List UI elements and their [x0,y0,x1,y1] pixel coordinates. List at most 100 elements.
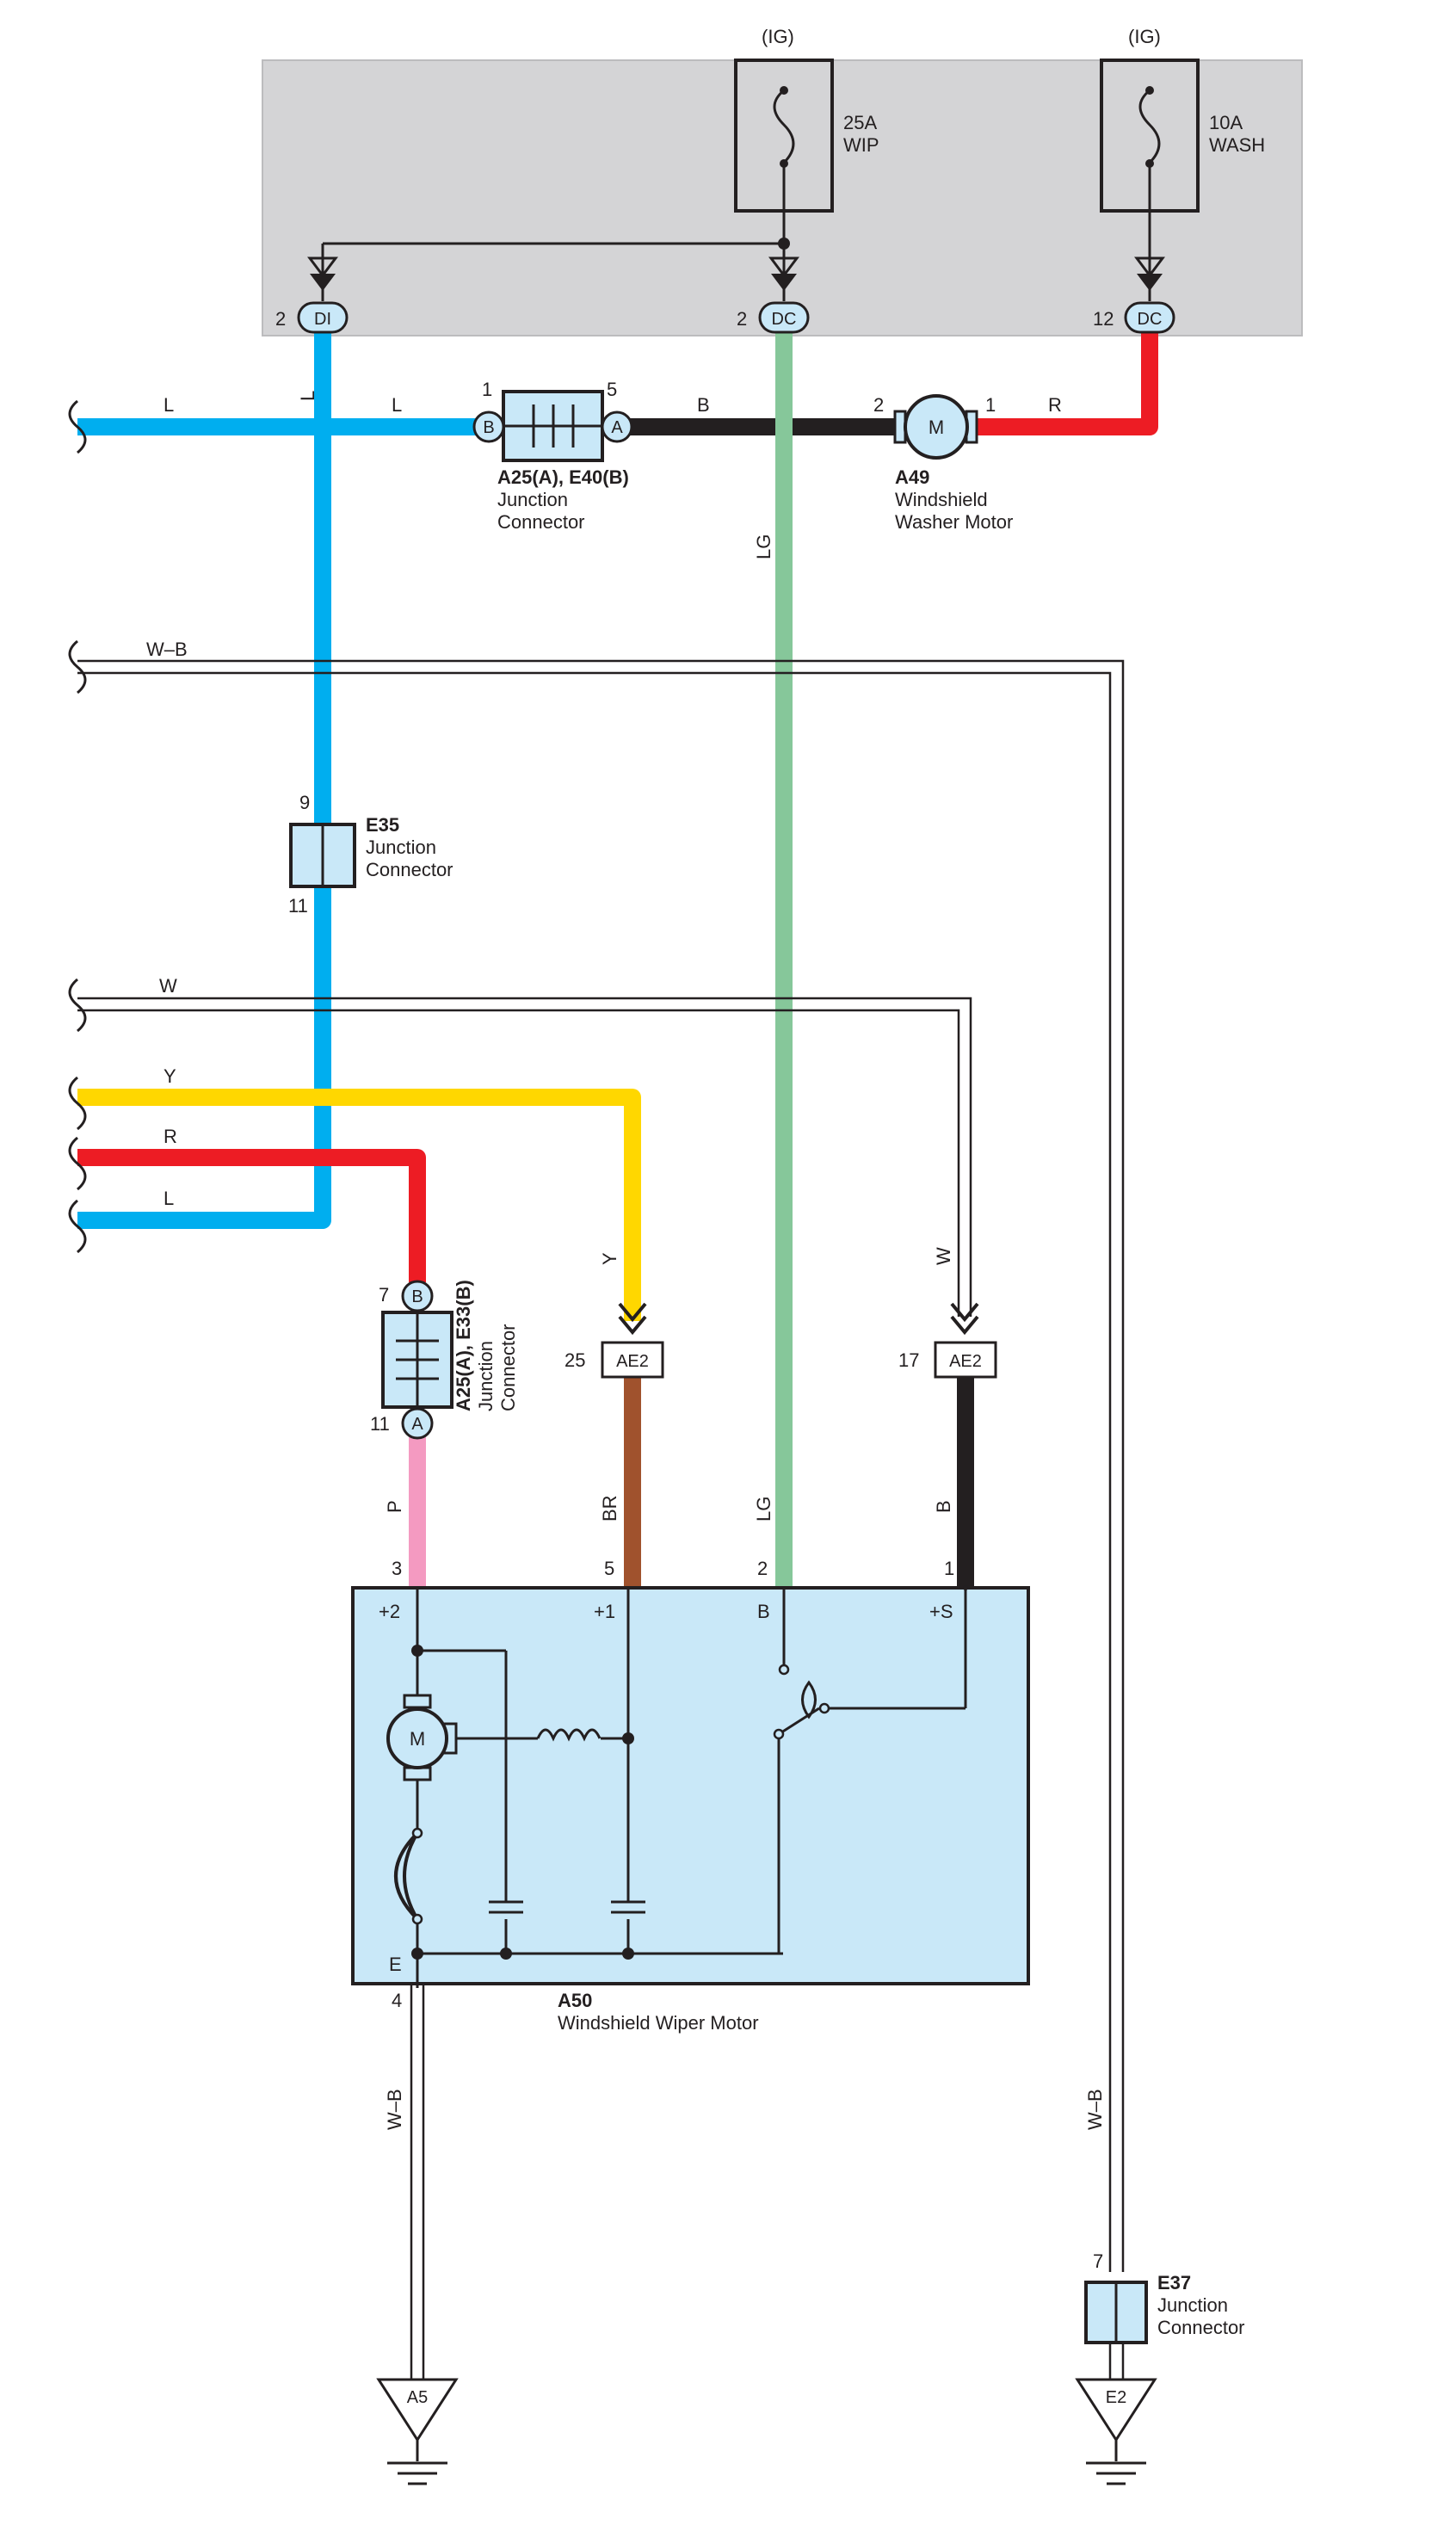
svg-text:2: 2 [737,308,747,330]
svg-text:Junction: Junction [1157,2294,1228,2316]
svg-text:Connector: Connector [497,1324,519,1411]
connector-e35: 9 11 E35 Junction Connector [288,792,453,917]
svg-text:M: M [929,417,944,438]
svg-text:R: R [1048,394,1062,416]
svg-text:11: 11 [370,1413,390,1435]
svg-text:5: 5 [607,379,617,400]
svg-text:W: W [159,975,177,997]
svg-text:L: L [392,394,402,416]
wire-break-symbols [68,399,87,1254]
svg-text:LG: LG [753,534,774,559]
svg-text:L: L [163,394,174,416]
fuse-wash-icon [1138,89,1161,164]
svg-text:25: 25 [565,1349,585,1371]
svg-text:L: L [297,391,318,401]
wire-l-di-vertical [77,318,331,1229]
junction-block-panel [262,59,1303,336]
svg-text:+1: +1 [594,1601,615,1622]
svg-text:Junction: Junction [475,1341,497,1411]
svg-text:Windshield Wiper Motor: Windshield Wiper Motor [558,2012,759,2034]
wire-labels: L L L B R LG W–B W Y R L Y W P BR LG B W… [146,391,1106,2130]
svg-text:3: 3 [392,1558,402,1579]
svg-text:A25(A), E33(B): A25(A), E33(B) [453,1280,474,1411]
svg-text:W–B: W–B [146,639,188,660]
svg-text:B: B [757,1601,770,1622]
connector-a25-e40: B A 1 5 A25(A), E40(B) Junction Connecto… [472,379,633,533]
svg-text:W–B: W–B [384,2089,405,2130]
svg-text:B: B [697,394,710,416]
ground-e2: E2 [1075,2378,1157,2485]
washer-motor-a49: M 2 1 A49 Windshield Washer Motor [873,394,1013,533]
svg-text:AE2: AE2 [949,1352,982,1371]
wire-wb-top [77,659,1125,2272]
wire-r-left [77,1149,426,1282]
svg-text:+2: +2 [379,1601,400,1622]
svg-text:Junction: Junction [366,837,436,858]
terminal-dc-wash: DC 12 [1093,301,1175,334]
svg-text:Windshield: Windshield [895,489,988,510]
wire-y [77,1089,641,1321]
svg-text:5: 5 [604,1558,614,1579]
svg-text:BR: BR [599,1495,620,1522]
svg-text:E35: E35 [366,814,399,836]
terminal-ae2-y: AE2 25 [565,1302,664,1379]
svg-text:4: 4 [392,1990,402,2011]
svg-text:A: A [411,1415,423,1434]
svg-text:7: 7 [1093,2250,1103,2272]
terminal-di: DI 2 [275,301,349,334]
svg-text:+S: +S [929,1601,953,1622]
svg-text:DC: DC [1138,310,1163,329]
svg-text:Connector: Connector [1157,2317,1245,2338]
ground-a5: A5 [376,2378,459,2485]
svg-text:LG: LG [753,1497,774,1522]
fuse-wip-icon [773,89,795,164]
svg-text:L: L [163,1188,174,1209]
svg-text:A: A [611,418,623,437]
fuse-wash-rating: 10A [1209,112,1243,133]
svg-text:Y: Y [163,1065,176,1087]
wire-w [77,997,972,1317]
svg-text:R: R [163,1126,177,1147]
svg-text:1: 1 [985,394,996,416]
svg-text:7: 7 [379,1284,389,1306]
fuse-wip-ig-label: (IG) [762,26,794,47]
wire-wb-ground [410,1975,425,2380]
svg-text:17: 17 [898,1349,919,1371]
svg-text:M: M [410,1728,425,1750]
wire-segments [77,318,1158,1588]
svg-text:B: B [411,1287,423,1306]
fuse-wash-name: WASH [1209,134,1265,156]
connector-e37: 7 E37 Junction Connector [1084,2250,1245,2344]
wire-r-washer [972,318,1158,435]
svg-text:Junction: Junction [497,489,568,510]
svg-text:Connector: Connector [497,511,585,533]
svg-text:Connector: Connector [366,859,453,880]
svg-text:DC: DC [772,310,797,329]
fuse-wip-name: WIP [843,134,879,156]
connector-a25-e33: B A 7 11 A25(A), E33(B) Junction Connect… [370,1280,519,1440]
svg-text:P: P [384,1500,405,1513]
svg-text:B: B [483,418,494,437]
svg-text:E: E [389,1954,402,1975]
svg-text:12: 12 [1093,308,1114,330]
wiper-motor-a50: 3 5 2 1 4 +2 +1 B +S E [351,1558,1030,2034]
fuse-wash-ig-label: (IG) [1128,26,1161,47]
svg-text:A50: A50 [558,1990,592,2011]
svg-text:A49: A49 [895,466,929,488]
svg-text:W–B: W–B [1084,2089,1106,2130]
svg-text:B: B [933,1500,954,1513]
svg-text:2: 2 [873,394,884,416]
svg-text:2: 2 [757,1558,768,1579]
svg-text:Y: Y [599,1252,620,1265]
svg-text:DI: DI [314,310,331,329]
terminal-ae2-w: AE2 17 [898,1302,997,1379]
splice-dot [778,238,790,250]
svg-text:9: 9 [299,792,310,813]
svg-text:11: 11 [288,895,308,917]
svg-text:W: W [933,1247,954,1265]
svg-text:E2: E2 [1106,2388,1126,2407]
svg-text:AE2: AE2 [616,1352,649,1371]
svg-text:2: 2 [275,308,286,330]
svg-text:A25(A), E40(B): A25(A), E40(B) [497,466,629,488]
